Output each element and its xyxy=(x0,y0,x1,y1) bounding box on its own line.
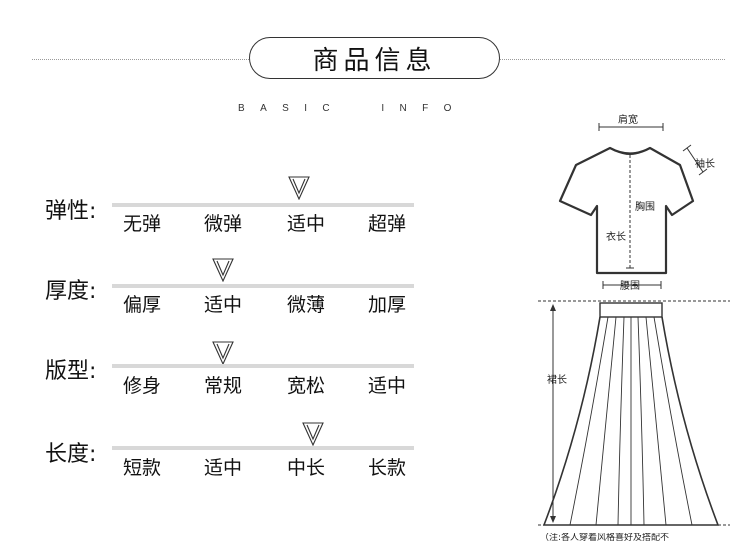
option-label: 宽松 xyxy=(286,375,325,397)
option-label: 短款 xyxy=(122,457,161,479)
attribute-label: 版型: xyxy=(45,359,97,384)
option-label: 偏厚 xyxy=(122,294,161,316)
option-label: 无弹 xyxy=(122,213,161,235)
option-label: 适中 xyxy=(367,375,406,397)
attribute-scale-bar xyxy=(112,284,414,288)
option-label: 适中 xyxy=(286,213,325,235)
page-title: 商品信息 xyxy=(249,37,500,79)
header-right-rule xyxy=(500,59,725,60)
page-subtitle: BASIC INFO xyxy=(238,103,467,114)
option-label: 适中 xyxy=(203,294,242,316)
selected-marker-icon xyxy=(212,258,234,282)
option-label: 常规 xyxy=(203,375,242,397)
option-label: 超弹 xyxy=(367,213,406,235)
selected-marker-icon xyxy=(212,341,234,365)
selected-marker-icon xyxy=(288,176,310,200)
tshirt-outline xyxy=(558,146,695,275)
header-left-rule xyxy=(32,59,249,60)
skirt-length-label: 裙长 xyxy=(547,373,567,386)
skirt-waistband xyxy=(599,302,663,318)
length-label: 衣长 xyxy=(606,230,626,243)
option-label: 适中 xyxy=(203,457,242,479)
attribute-scale-bar xyxy=(112,203,414,207)
option-label: 微薄 xyxy=(286,294,325,316)
attribute-label: 长度: xyxy=(45,442,97,467)
footnote: （注:各人穿着风格喜好及搭配不 xyxy=(540,533,670,541)
garment-measurement-diagram: 肩宽 袖长 胸围 衣长 腰围 裙长 xyxy=(538,113,730,526)
attribute-scale-bar xyxy=(112,446,414,450)
option-label: 修身 xyxy=(122,375,161,397)
option-label: 加厚 xyxy=(367,294,406,316)
selected-marker-icon xyxy=(302,422,324,446)
shoulder-label: 肩宽 xyxy=(618,113,638,126)
attribute-label: 厚度: xyxy=(45,279,97,304)
sleeve-measure-line xyxy=(686,147,704,173)
option-label: 微弹 xyxy=(203,213,242,235)
option-label: 中长 xyxy=(286,457,325,479)
waist-label: 腰围 xyxy=(620,280,640,292)
attribute-scale-bar xyxy=(112,364,414,368)
chest-label: 胸围 xyxy=(635,200,655,213)
sleeve-label: 袖长 xyxy=(695,157,715,170)
option-label: 长款 xyxy=(367,457,406,479)
attribute-label: 弹性: xyxy=(45,199,97,224)
